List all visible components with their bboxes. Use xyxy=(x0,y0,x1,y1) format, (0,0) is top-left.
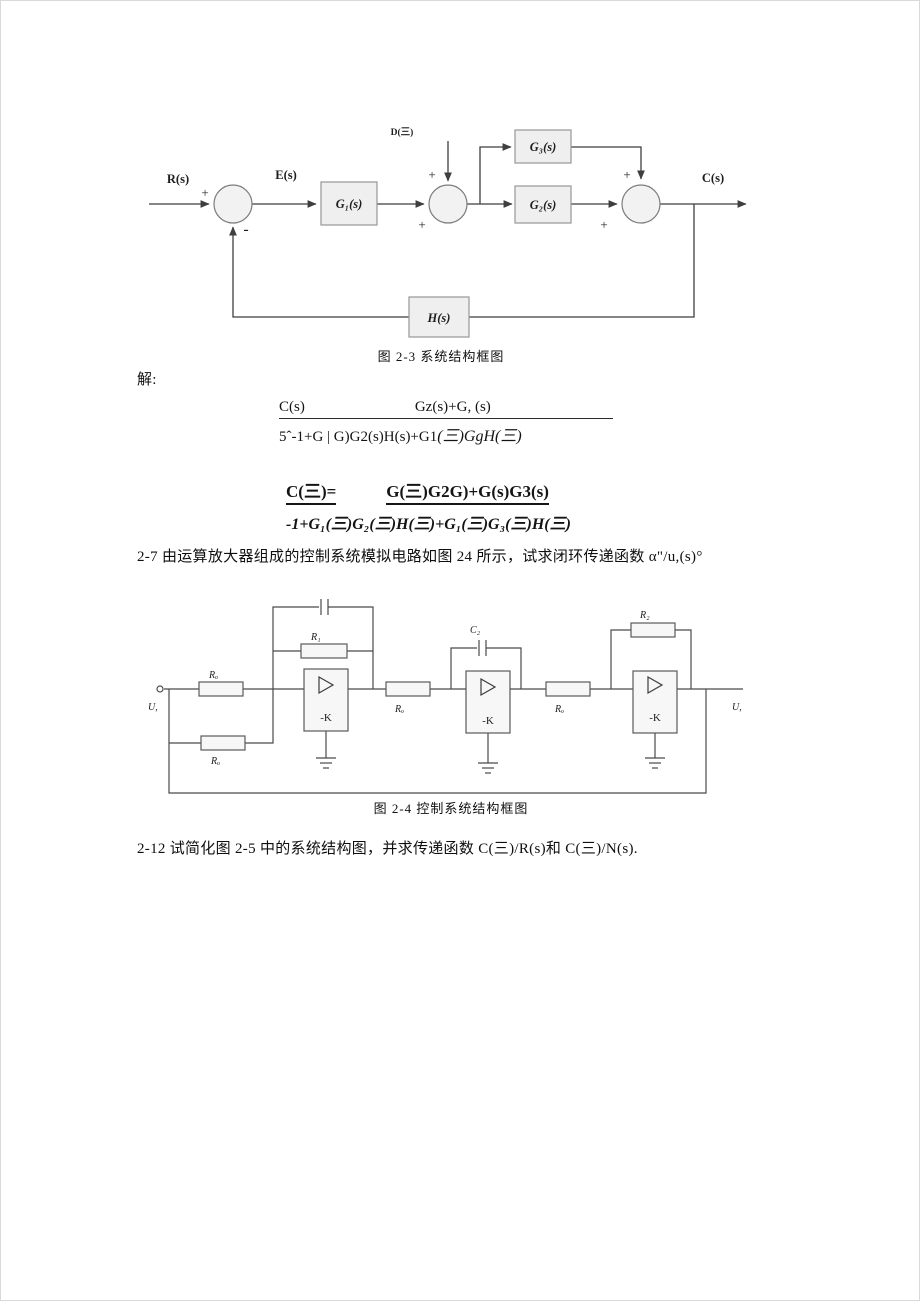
equation-1-denominator-plain: 5ˆ-1+G | G)G2(s)H(s)+G1 xyxy=(279,429,438,445)
opamp-3-gain-label: -K xyxy=(649,712,661,724)
figure-2-4-diagram: U, Rₒ R₁ C₂ Rₒ Rₒ R₂ Rₒ -K -K -K U, xyxy=(148,599,743,794)
input-voltage-label: U, xyxy=(148,702,158,713)
r0-feedback-label: Rₒ xyxy=(210,756,220,767)
equation-2-lhs: C(三)= xyxy=(286,477,337,505)
equation-2-denominator: -1+G₁(三)G₂(三)H(三)+G₁(三)G₃(三)H(三) xyxy=(286,516,571,533)
error-label: E(s) xyxy=(275,168,297,182)
figure-2-3-caption: 图 2-3 系统结构框图 xyxy=(377,349,505,364)
opamp-2-gain-label: -K xyxy=(482,715,494,727)
g3-block xyxy=(514,129,572,164)
opamp-triangle-icons xyxy=(318,675,664,697)
problem-2-7-text: 2-7 由运算放大器组成的控制系统模拟电路如图 24 所示，试求闭环传递函数 α… xyxy=(137,549,703,565)
equation-1-denominator-italic: (三)GgH(三) xyxy=(437,428,522,445)
output-voltage-label: U, xyxy=(732,702,742,713)
resistor-r1 xyxy=(300,643,348,659)
problem-2-12-text: 2-12 试简化图 2-5 中的系统结构图，并求传递函数 C(三)/R(s)和 … xyxy=(137,841,638,857)
resistor-r2 xyxy=(630,622,676,638)
summing-junction-2 xyxy=(428,184,468,224)
r1-label: R₁ xyxy=(310,632,321,643)
sum1-plus-sign: + xyxy=(201,185,208,200)
r0-input-label: Rₒ xyxy=(208,670,218,681)
sum2-plus-top-sign: + xyxy=(428,167,435,182)
opamp-2-triangle-icon xyxy=(480,677,497,697)
circuit-components xyxy=(198,622,678,751)
r2-label: R₂ xyxy=(639,610,650,621)
disturbance-label: D(三) xyxy=(391,127,414,138)
g1-block xyxy=(320,181,378,226)
sum1-minus-sign: - xyxy=(243,221,248,238)
c2-label: C₂ xyxy=(470,625,481,636)
g1-label: G₁(s) xyxy=(336,197,363,211)
signal-lines xyxy=(149,141,747,318)
transfer-blocks xyxy=(320,129,572,338)
opamp-1 xyxy=(303,668,349,732)
solution-label: 解: xyxy=(137,372,157,388)
equation-1-numerator: Gz(s)+G, (s) xyxy=(414,399,491,415)
equation-2-top-row: C(三)= G(三)G2G)+G(s)G3(s) xyxy=(286,477,571,505)
g2-block xyxy=(514,185,572,224)
circuit-wires xyxy=(156,599,743,794)
g2-label: G₂(s) xyxy=(530,198,557,212)
resistor-r0-mid1 xyxy=(385,681,431,697)
equation-1-denominator: 5ˆ-1+G | G)G2(s)H(s)+G1(三)GgH(三) xyxy=(279,419,613,446)
r0-mid1-label: Rₒ xyxy=(394,704,404,715)
input-label: R(s) xyxy=(167,172,189,186)
equation-1-top-row: C(s) Gz(s)+G, (s) xyxy=(279,399,613,419)
sum3-plus-left-sign: + xyxy=(600,217,607,232)
output-label: C(s) xyxy=(702,171,724,185)
figure-2-4-caption: 图 2-4 控制系统结构框图 xyxy=(373,801,529,816)
sum3-plus-top-sign: + xyxy=(623,167,630,182)
h-block xyxy=(408,296,470,338)
equation-1: C(s) Gz(s)+G, (s) 5ˆ-1+G | G)G2(s)H(s)+G… xyxy=(279,399,613,446)
opamp-2 xyxy=(465,670,511,734)
summing-junction-1 xyxy=(213,184,253,224)
r0-mid2-label: Rₒ xyxy=(554,704,564,715)
g3-label: G₃(s) xyxy=(530,140,557,154)
equation-1-lhs: C(s) xyxy=(279,399,305,415)
h-label: H(s) xyxy=(427,311,451,325)
resistor-r0-input xyxy=(198,681,244,697)
opamp-1-gain-label: -K xyxy=(320,712,332,724)
figure-2-3-diagram: D(三) R(s) E(s) C(s) G₁(s) G₃(s) G₂(s) H(… xyxy=(149,127,747,338)
resistor-r0-feedback xyxy=(200,735,246,751)
opamp-3-triangle-icon xyxy=(647,675,664,695)
summing-junctions xyxy=(213,184,661,224)
equation-2: C(三)= G(三)G2G)+G(s)G3(s) -1+G₁(三)G₂(三)H(… xyxy=(286,477,571,534)
resistor-r0-mid2 xyxy=(545,681,591,697)
opamp-1-triangle-icon xyxy=(318,675,335,695)
equation-2-numerator: G(三)G2G)+G(s)G3(s) xyxy=(386,477,549,505)
sum2-plus-left-sign: + xyxy=(418,217,425,232)
summing-junction-3 xyxy=(621,184,661,224)
